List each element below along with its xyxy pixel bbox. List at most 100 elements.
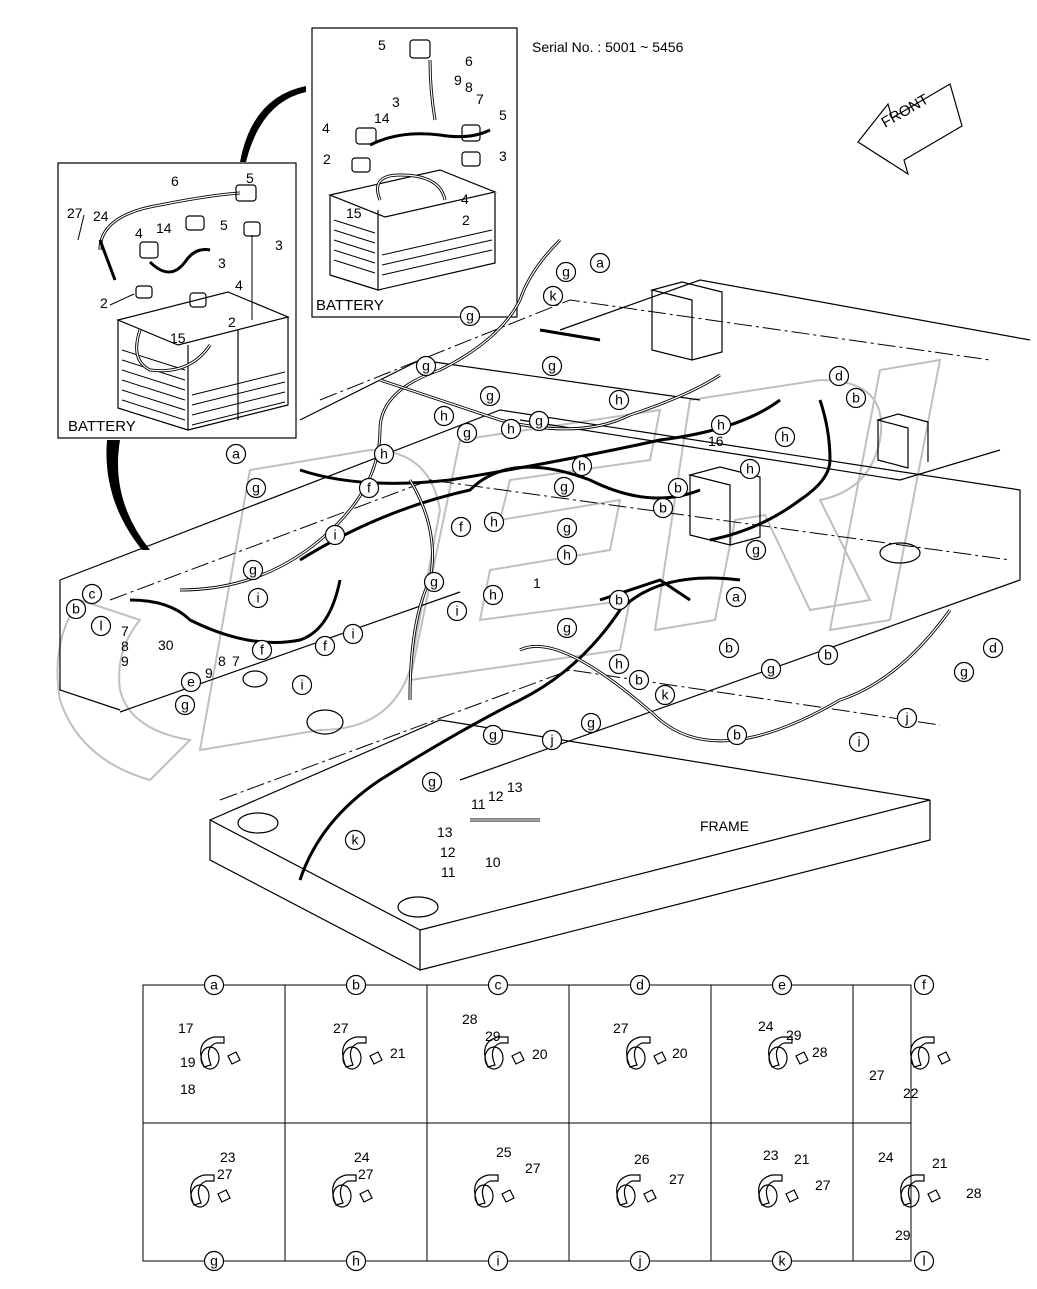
detail-key: g [210,1253,218,1269]
callout-letter: g [486,388,494,404]
callout-letter: f [367,480,371,496]
detail-part-label: 27 [333,1020,349,1036]
callout-letter: g [428,774,436,790]
battery-left-title: BATTERY [68,418,136,435]
detail-key: a [210,977,218,993]
detail-part-label: 18 [180,1081,196,1097]
callout-letter: g [587,715,595,731]
part-label: 4 [235,277,243,293]
callout-circle [654,684,676,706]
callout-letter: h [507,421,515,437]
callout-letter: h [781,429,789,445]
callout-circle [589,252,611,274]
part-label: 3 [499,148,507,164]
part-label: 3 [275,237,283,253]
detail-table: a171918b2721c282920d2720e242928f2722g232… [142,974,982,1272]
callout-letter: i [455,603,458,619]
front-arrow: FRONT [857,83,963,176]
callout-letter: f [459,519,463,535]
callout-circle [482,584,504,606]
callout-circle [953,661,975,683]
detail-part-label: 29 [895,1227,911,1243]
detail-key-circle [487,974,509,996]
callout-letter: a [732,589,740,605]
callout-letter: l [99,618,102,634]
part-label: 4 [322,120,330,136]
detail-key: f [922,977,926,993]
callout-circle [446,600,468,622]
detail-key-circle [913,1250,935,1272]
detail-key-circle [913,974,935,996]
part-label: 4 [461,191,469,207]
callout-circle [245,477,267,499]
part-label: 6 [171,173,179,189]
part-label: 3 [392,94,400,110]
part-label: 2 [462,212,470,228]
main-frame [59,238,1031,971]
callout-circle [344,829,366,851]
callout-letter: g [560,479,568,495]
callout-circle [817,644,839,666]
callout-circle [652,497,674,519]
callout-letter: k [352,832,360,848]
callout-letter: f [323,638,327,654]
callout-letter: i [857,734,860,750]
callout-letter: g [181,697,189,713]
part-label: 5 [220,217,228,233]
part-label: 24 [93,208,109,224]
callout-letter: g [249,562,257,578]
detail-part-label: 27 [217,1166,233,1182]
callout-letter: g [563,620,571,636]
part-label: 2 [228,314,236,330]
detail-part-label: 28 [462,1011,478,1027]
part-label: 13 [437,824,453,840]
detail-key: d [636,977,644,993]
callout-letter: f [260,642,264,658]
callout-letter: g [422,358,430,374]
callout-circle [725,586,747,608]
callout-circle [718,637,740,659]
callout-circle [556,517,578,539]
inset-leader-top [240,86,306,162]
callout-circle [180,671,202,693]
callout-circle [482,724,504,746]
callout-letter: g [535,413,543,429]
callout-letter: d [835,368,843,384]
detail-key-circle [629,974,651,996]
part-label: 27 [67,205,83,221]
part-label: 9 [205,665,213,681]
detail-part-label: 27 [525,1160,541,1176]
callout-letter: d [989,640,997,656]
detail-part-label: 21 [932,1155,948,1171]
callout-letter: h [746,461,754,477]
callout-letter: g [562,264,570,280]
part-label: 5 [378,37,386,53]
detail-part-label: 17 [178,1020,194,1036]
part-label: 11 [471,796,486,812]
detail-key-circle [203,974,225,996]
part-label: 30 [158,637,174,653]
part-label: 11 [441,864,456,880]
callout-circle [739,458,761,480]
part-label: 8 [465,79,473,95]
callout-circle [896,707,918,729]
callout-circle [555,261,577,283]
detail-part-label: 28 [812,1044,828,1060]
part-label: 7 [121,623,129,639]
detail-key: b [352,977,360,993]
watermark [56,358,942,782]
detail-part-label: 23 [220,1149,236,1165]
detail-key: k [779,1253,787,1269]
callout-circle [556,544,578,566]
detail-part-label: 26 [634,1151,650,1167]
callout-circle [373,443,395,465]
callout-circle [483,511,505,533]
part-label: 5 [499,107,507,123]
part-label: 9 [121,653,129,669]
detail-part-label: 27 [669,1171,685,1187]
part-label: 2 [100,295,108,311]
part-label: 7 [232,653,240,669]
callout-circle [710,414,732,436]
callout-letter: g [548,358,556,374]
